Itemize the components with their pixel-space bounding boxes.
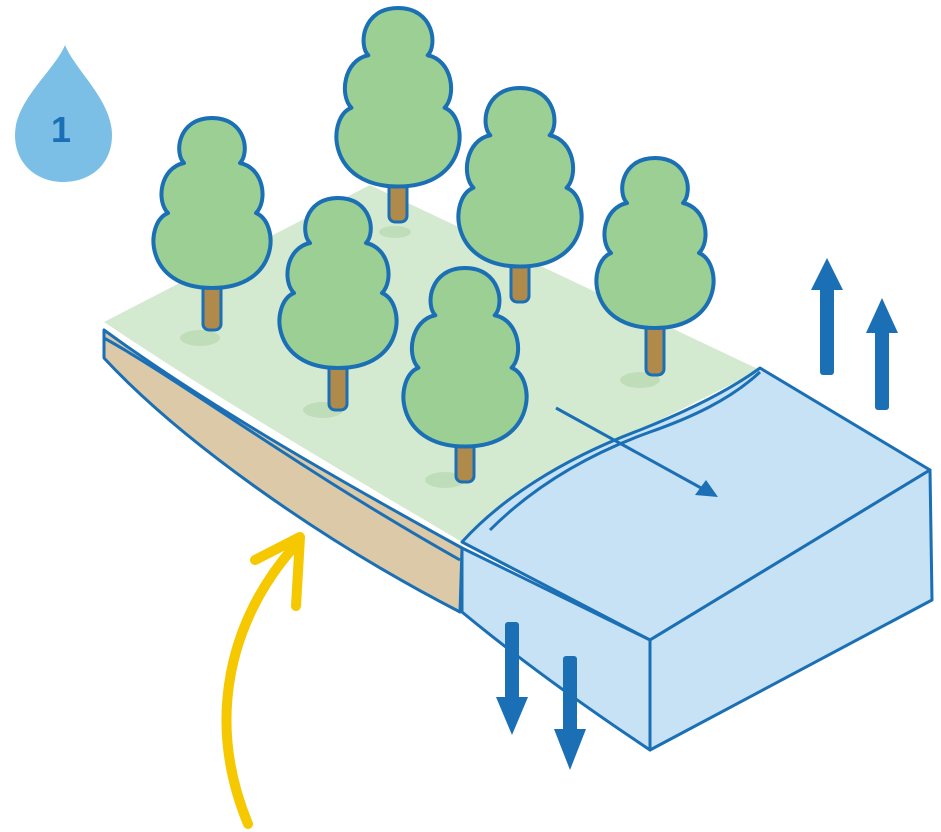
trees xyxy=(151,6,716,484)
tree-canopy xyxy=(401,266,529,449)
tree-right xyxy=(594,156,716,377)
arrow-right-icon xyxy=(555,406,718,497)
water-boundary-line xyxy=(488,370,762,532)
tree-canopy xyxy=(277,196,399,370)
arrow-up-icon xyxy=(811,258,898,410)
tree-back-center xyxy=(334,6,462,224)
water-drop-icon xyxy=(15,45,112,182)
water-front-face xyxy=(460,546,652,752)
step-number: 1 xyxy=(51,109,71,150)
water-right-face xyxy=(648,468,934,752)
tree-canopy xyxy=(594,156,716,330)
tree-canopy xyxy=(456,86,584,269)
tree-front-center xyxy=(401,266,529,484)
water-top xyxy=(460,366,932,642)
tree-canopy xyxy=(151,116,273,290)
soil-layer xyxy=(102,328,464,614)
curved-arrow-up-icon xyxy=(221,532,305,829)
soil-edge-line xyxy=(103,336,461,562)
tree-left xyxy=(151,116,273,332)
step-badge: 1 xyxy=(15,45,112,182)
tree-canopy xyxy=(334,6,462,189)
tree-middle-right xyxy=(456,86,584,304)
arrow-down-icon xyxy=(496,622,586,770)
tree-middle-left xyxy=(277,196,399,412)
